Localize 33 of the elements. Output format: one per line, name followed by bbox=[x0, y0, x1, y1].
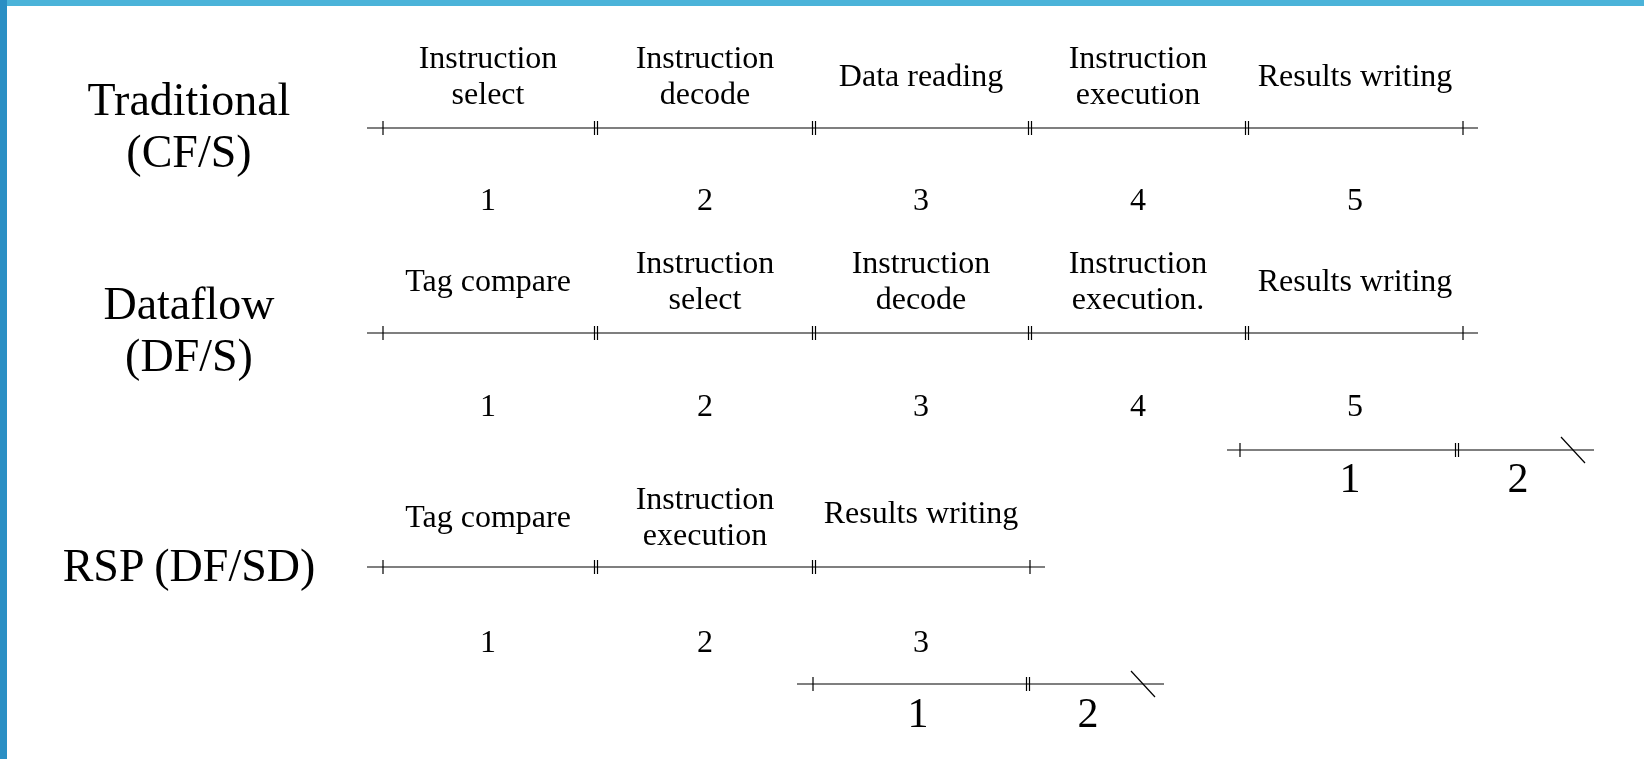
stage-label: Instruction decode bbox=[850, 245, 992, 317]
stage-number: 1 bbox=[479, 182, 497, 218]
cycle-number: 1 bbox=[906, 690, 930, 738]
stage-number: 2 bbox=[696, 182, 714, 218]
stage-number: 5 bbox=[1346, 388, 1364, 424]
stage-label: Results writing bbox=[1256, 263, 1454, 299]
row-title: Traditional (CF/S) bbox=[86, 74, 292, 178]
stage-label: Instruction select bbox=[634, 245, 776, 317]
stage-number: 4 bbox=[1129, 388, 1147, 424]
stage-label: Instruction select bbox=[417, 40, 559, 112]
stage-number: 2 bbox=[696, 624, 714, 660]
row-title: Dataflow (DF/S) bbox=[102, 278, 276, 382]
stage-number: 2 bbox=[696, 388, 714, 424]
stage-number: 1 bbox=[479, 624, 497, 660]
stage-label: Instruction execution. bbox=[1067, 245, 1209, 317]
cycle-number: 2 bbox=[1076, 690, 1100, 738]
stage-label: Data reading bbox=[837, 58, 1005, 94]
stage-label: Instruction execution bbox=[1067, 40, 1209, 112]
stage-label: Instruction decode bbox=[634, 40, 776, 112]
stage-label: Tag compare bbox=[404, 263, 572, 299]
stage-number: 5 bbox=[1346, 182, 1364, 218]
stage-number: 3 bbox=[912, 388, 930, 424]
stage-number: 3 bbox=[912, 624, 930, 660]
stage-label: Instruction execution bbox=[634, 481, 776, 553]
stage-label: Results writing bbox=[1256, 58, 1454, 94]
row-title: RSP (DF/SD) bbox=[61, 540, 317, 592]
stage-number: 4 bbox=[1129, 182, 1147, 218]
cycle-number: 1 bbox=[1338, 455, 1362, 503]
stage-number: 3 bbox=[912, 182, 930, 218]
stage-number: 1 bbox=[479, 388, 497, 424]
stage-label: Results writing bbox=[822, 495, 1020, 531]
cycle-number: 2 bbox=[1506, 455, 1530, 503]
stage-label: Tag compare bbox=[404, 499, 572, 535]
